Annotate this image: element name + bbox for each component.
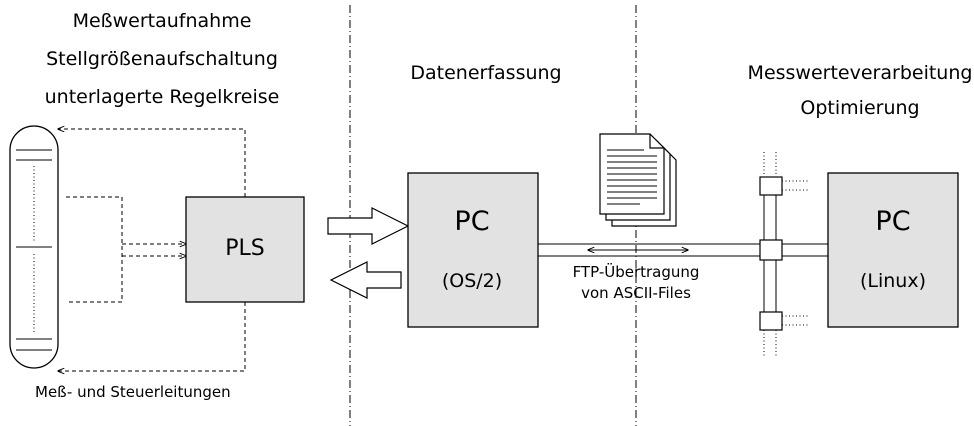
section-left-line1: Meßwertaufnahme [72, 10, 252, 32]
pc-linux-box [827, 172, 959, 328]
pls-label: PLS [225, 236, 265, 261]
arrow-pc-to-pls [329, 261, 402, 299]
pc-os2-subtitle: (OS/2) [441, 270, 503, 292]
pc-os2-box [407, 172, 539, 328]
signal-lines [58, 129, 246, 371]
ftp-label-line2: von ASCII-Files [581, 284, 691, 302]
document-stack-icon [599, 133, 677, 227]
arrow-pls-to-pc [327, 207, 410, 245]
pc-linux-subtitle: (Linux) [859, 270, 927, 292]
network-bus [759, 152, 810, 356]
signal-lines-label: Meß- und Steuerleitungen [35, 383, 231, 401]
section-middle: Datenerfassung [410, 62, 562, 84]
network-cable [538, 243, 828, 257]
section-right-line1: Messwerteverarbeitung [747, 62, 973, 84]
pls-box [185, 196, 305, 303]
section-left-line3: unterlagerte Regelkreise [44, 86, 280, 108]
process-column [9, 125, 59, 369]
section-right-line2: Optimierung [800, 97, 920, 119]
pc-linux-title: PC [875, 206, 911, 237]
pc-os2-title: PC [454, 206, 490, 237]
section-left-line2: Stellgrößenaufschaltung [46, 48, 278, 70]
ftp-label-line1: FTP-Übertragung [572, 263, 700, 281]
